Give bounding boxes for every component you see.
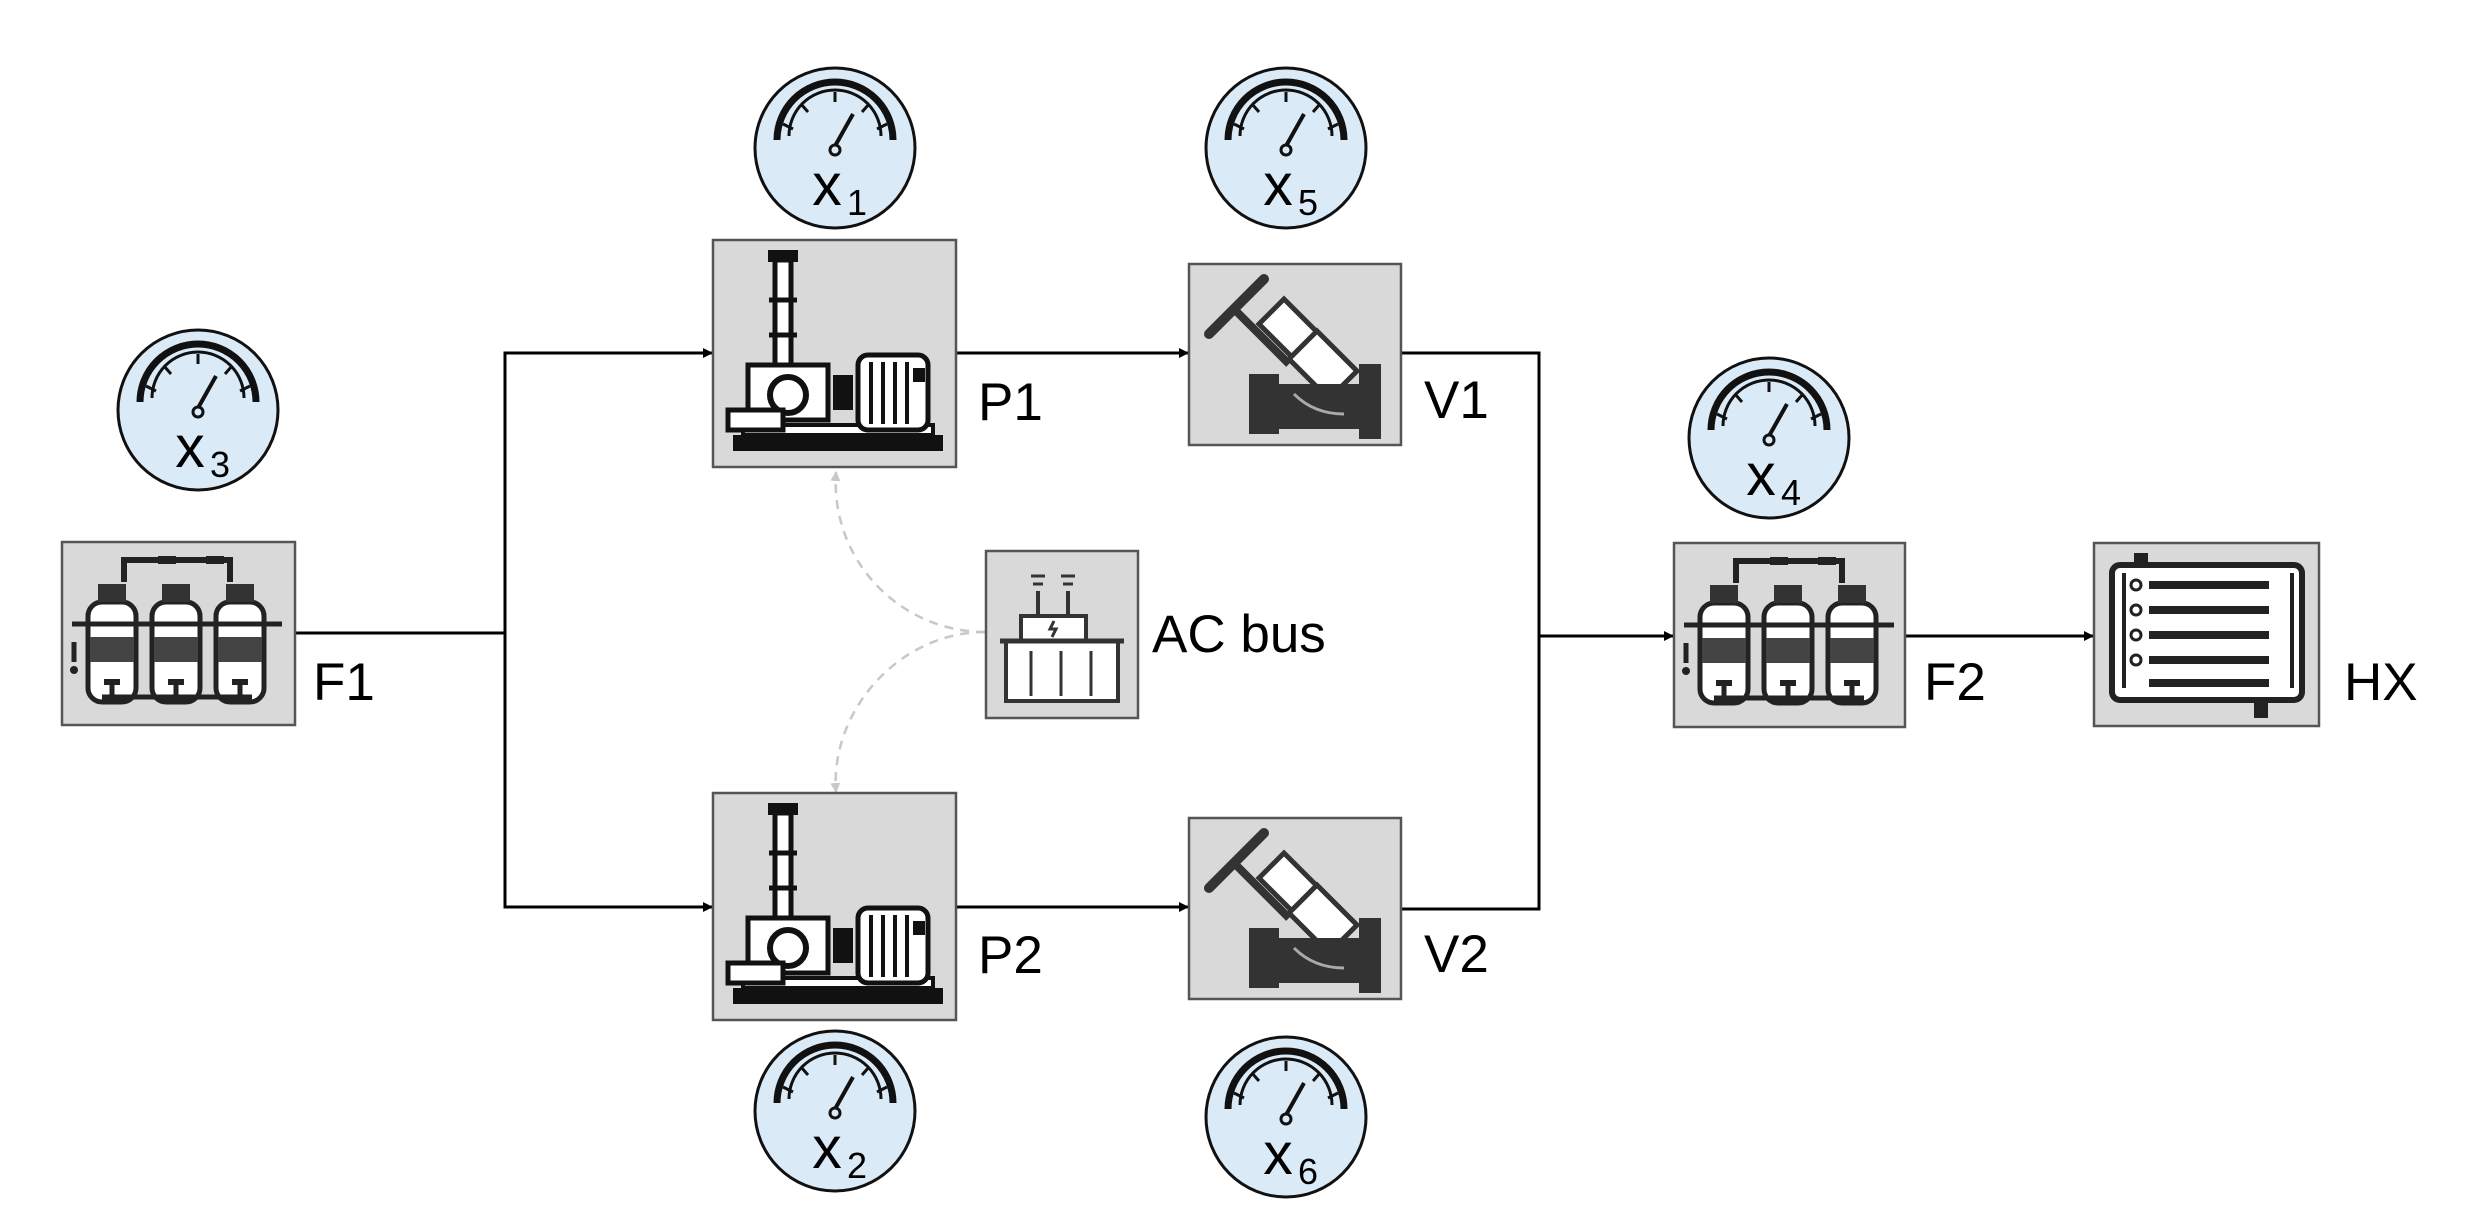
filter-tanks-icon	[1682, 557, 1894, 706]
filter-f1[interactable]: F1	[60, 540, 375, 727]
gauge-var-x6: x	[1263, 1121, 1293, 1187]
gauge-x2: x 2	[753, 1029, 917, 1193]
gauge-var-x2: x	[812, 1115, 842, 1181]
valve-v2[interactable]: V2	[1187, 816, 1489, 1001]
transformer-icon	[1000, 574, 1124, 703]
label-f1: F1	[313, 653, 375, 712]
pressure-gauge-icon	[1707, 368, 1831, 447]
pressure-gauge-icon	[773, 78, 897, 157]
label-p1: P1	[978, 373, 1043, 432]
gauge-var-x4: x	[1746, 442, 1776, 508]
line-v1-merge	[1402, 351, 1541, 636]
pressure-gauge-icon	[136, 340, 260, 419]
gauge-var-x5: x	[1263, 152, 1293, 218]
label-f2: F2	[1924, 653, 1986, 712]
flow-lines	[296, 348, 2094, 912]
label-ac-bus: AC bus	[1152, 605, 1326, 664]
pressure-gauge-icon	[1224, 78, 1348, 157]
pressure-gauge-icon	[1224, 1047, 1348, 1126]
pump-motor-icon	[725, 250, 943, 451]
line-split-p2	[503, 633, 713, 912]
gauge-sub-x4: 4	[1781, 472, 1801, 513]
gauge-var-x3: x	[175, 414, 205, 480]
heat-exchanger-hx[interactable]: HX	[2092, 541, 2418, 728]
label-p2: P2	[978, 926, 1043, 985]
gauge-sub-x1: 1	[847, 182, 867, 223]
line-split-p1	[503, 348, 713, 633]
gauge-sub-x2: 2	[847, 1145, 867, 1186]
gauge-sub-x3: 3	[210, 444, 230, 485]
filter-tanks-icon	[70, 556, 282, 705]
gauge-x3: x 3	[116, 328, 280, 492]
power-links	[830, 471, 986, 793]
gauge-x6: x 6	[1204, 1035, 1368, 1199]
pressure-gauge-icon	[773, 1041, 897, 1120]
line-v2-merge	[1402, 636, 1541, 911]
ac-bus[interactable]: AC bus	[984, 549, 1326, 720]
gauge-sub-x5: 5	[1298, 182, 1318, 223]
gauge-x4: x 4	[1687, 356, 1851, 520]
gauge-x5: x 5	[1204, 66, 1368, 230]
label-v2: V2	[1424, 925, 1489, 984]
valve-v1[interactable]: V1	[1187, 262, 1489, 447]
gauge-x1: x 1	[753, 66, 917, 230]
valve-icon	[1204, 828, 1381, 993]
power-link-p2	[830, 630, 986, 793]
filter-f2[interactable]: F2	[1672, 541, 1986, 729]
heat-exchanger-icon	[2109, 553, 2305, 718]
gauge-var-x1: x	[812, 152, 842, 218]
label-hx: HX	[2344, 653, 2418, 712]
label-v1: V1	[1424, 371, 1489, 430]
power-link-p1	[830, 471, 986, 634]
pump-p2[interactable]: P2	[711, 791, 1043, 1022]
pump-p1[interactable]: P1	[711, 238, 1043, 469]
pump-motor-icon	[725, 803, 943, 1004]
valve-icon	[1204, 274, 1381, 439]
gauge-sub-x6: 6	[1298, 1151, 1318, 1192]
